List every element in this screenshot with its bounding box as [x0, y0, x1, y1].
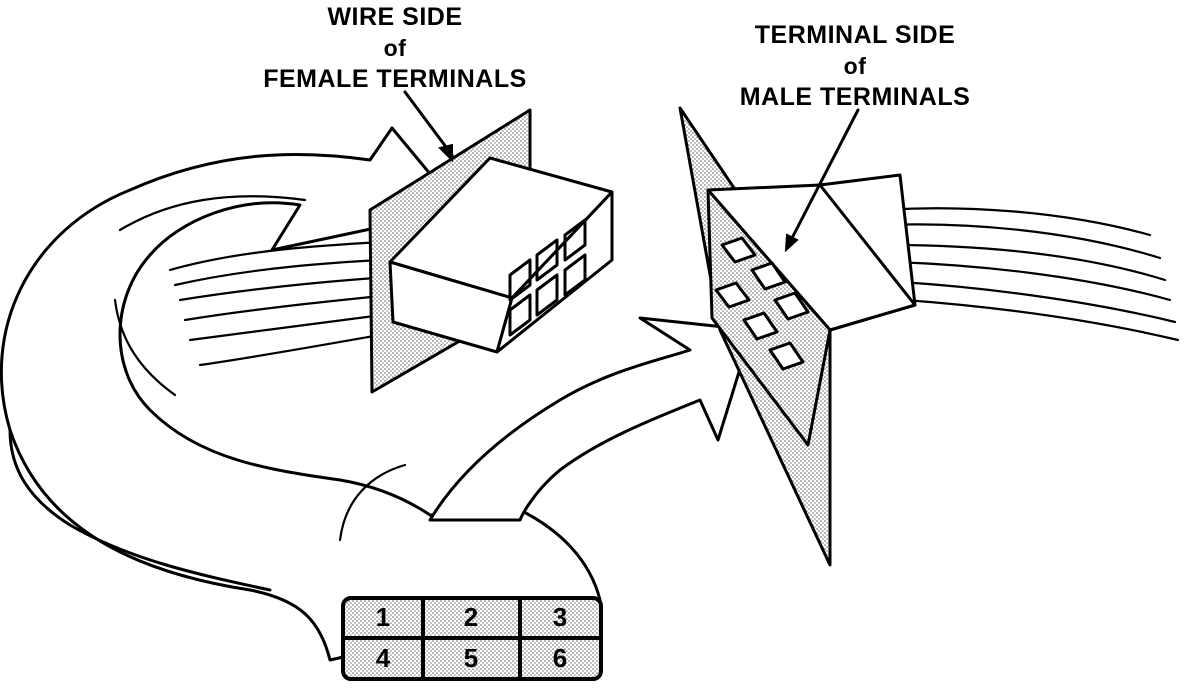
terminal-side-label: TERMINAL SIDE of MALE TERMINALS	[710, 20, 1000, 113]
wire-side-line3: FEMALE TERMINALS	[263, 65, 527, 93]
terminal-cell-6: 6	[553, 643, 567, 673]
left-curved-arrow-icon	[0, 126, 602, 662]
terminal-cell-3: 3	[553, 602, 567, 632]
right-curved-arrow-icon	[428, 316, 754, 522]
terminal-cell-2: 2	[464, 602, 478, 632]
terminal-grid: 1 2 3 4 5 6	[341, 596, 603, 681]
terminal-cell-1: 1	[376, 602, 390, 632]
pointer-arrow-icon	[784, 108, 860, 253]
right-wire-bundle	[878, 207, 1180, 342]
wire-side-line1: WIRE SIDE	[327, 3, 463, 31]
male-connector-icon	[706, 173, 917, 447]
terminal-cell-5: 5	[464, 643, 478, 673]
terminal-cell-4: 4	[376, 643, 391, 673]
terminal-side-line3: MALE TERMINALS	[739, 83, 971, 111]
terminal-side-line1: TERMINAL SIDE	[754, 21, 956, 49]
terminal-side-line2: of	[843, 53, 867, 79]
wire-side-label: WIRE SIDE of FEMALE TERMINALS	[235, 2, 555, 95]
pointer-arrow-icon	[403, 90, 454, 163]
wire-side-line2: of	[383, 35, 407, 61]
female-connector-icon	[388, 156, 614, 354]
